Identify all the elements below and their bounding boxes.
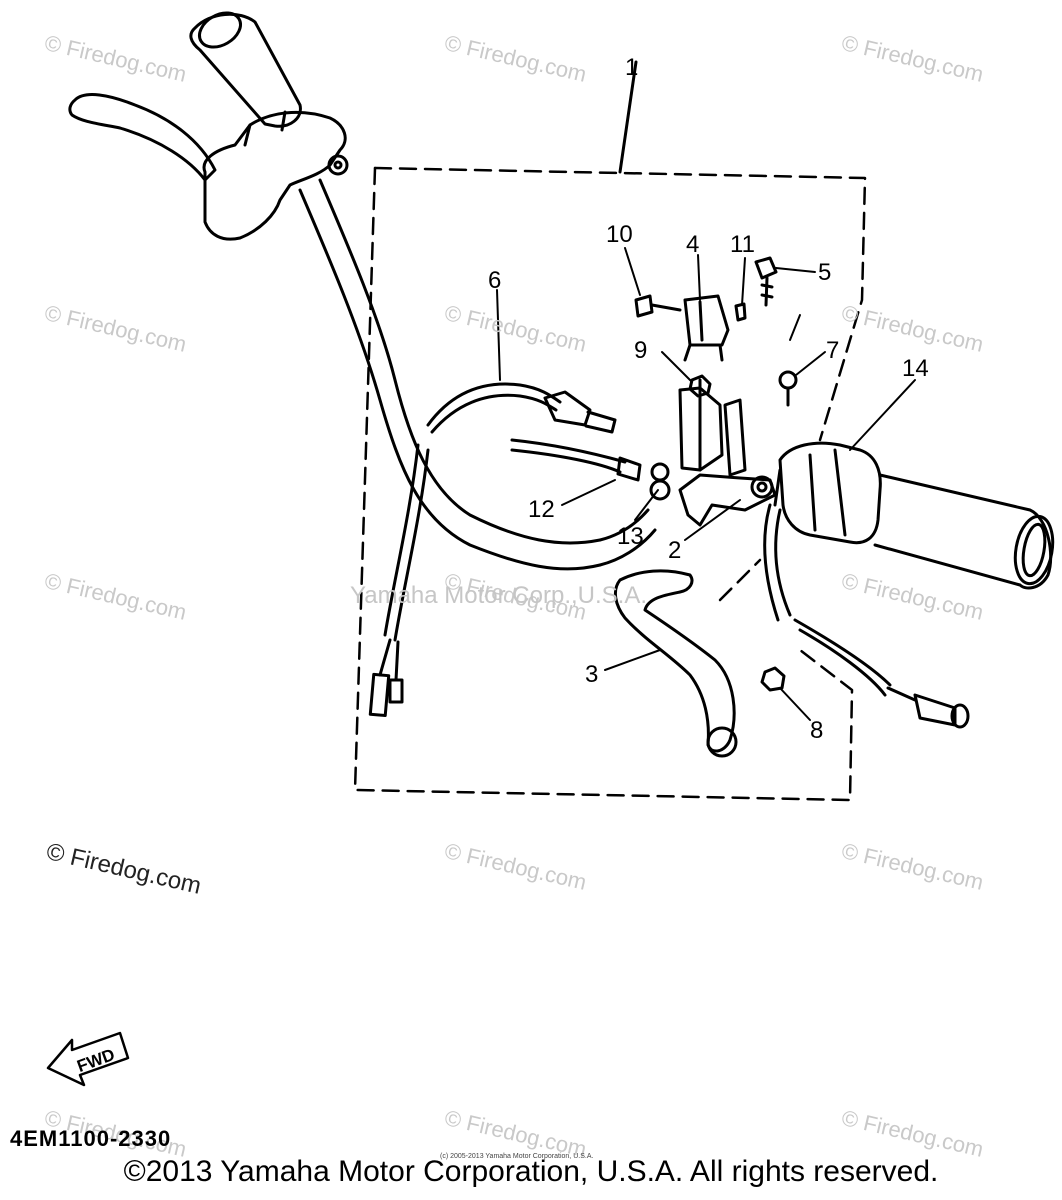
fwd-label: FWD bbox=[74, 1045, 117, 1076]
leader-1 bbox=[618, 60, 638, 174]
screw-5 bbox=[754, 256, 778, 307]
callout-13: 13 bbox=[617, 523, 644, 550]
fwd-arrow-icon bbox=[46, 1031, 130, 1087]
right-grip bbox=[873, 473, 1055, 590]
lever-bracket-2 bbox=[678, 378, 777, 527]
callout-6: 6 bbox=[488, 267, 501, 294]
bracket-4 bbox=[683, 294, 730, 362]
callout-5: 5 bbox=[818, 259, 831, 286]
left-perch bbox=[202, 110, 349, 241]
callout-labels: 1 2 3 4 5 6 7 8 9 10 11 12 13 14 bbox=[488, 54, 929, 744]
callout-11: 11 bbox=[730, 231, 755, 258]
callout-7: 7 bbox=[826, 337, 839, 364]
screw-7 bbox=[778, 370, 798, 407]
diagram-code: 4EM1100-2330 bbox=[10, 1126, 172, 1151]
handlebar bbox=[298, 178, 657, 571]
leader-lines bbox=[496, 247, 916, 721]
callout-4: 4 bbox=[686, 231, 699, 258]
throttle-cable-6 bbox=[368, 382, 617, 718]
copyright-notice: ©2013 Yamaha Motor Corporation, U.S.A. A… bbox=[123, 1155, 939, 1188]
callout-3: 3 bbox=[585, 661, 598, 688]
callout-10: 10 bbox=[606, 221, 633, 248]
right-switch-housing-14 bbox=[773, 441, 882, 545]
switch-wire bbox=[763, 503, 970, 729]
cable-left bbox=[510, 438, 671, 501]
callout-9: 9 bbox=[634, 337, 647, 364]
callout-14: 14 bbox=[902, 355, 929, 382]
center-watermark: Yamaha Motor Corp.,U.S.A. bbox=[350, 582, 647, 609]
nut-8 bbox=[760, 666, 786, 692]
callout-12: 12 bbox=[528, 496, 555, 523]
bolt-10 bbox=[634, 294, 682, 318]
callout-1: 1 bbox=[625, 54, 638, 81]
pin-11 bbox=[734, 302, 747, 322]
callout-2: 2 bbox=[668, 537, 681, 564]
small-copyright: (c) 2005-2013 Yamaha Motor Corporation, … bbox=[440, 1153, 594, 1160]
left-grip bbox=[189, 11, 302, 128]
left-clutch-lever bbox=[68, 93, 217, 182]
nut-9 bbox=[688, 374, 712, 398]
assembly-boundary bbox=[353, 166, 867, 802]
callout-8: 8 bbox=[810, 717, 823, 744]
